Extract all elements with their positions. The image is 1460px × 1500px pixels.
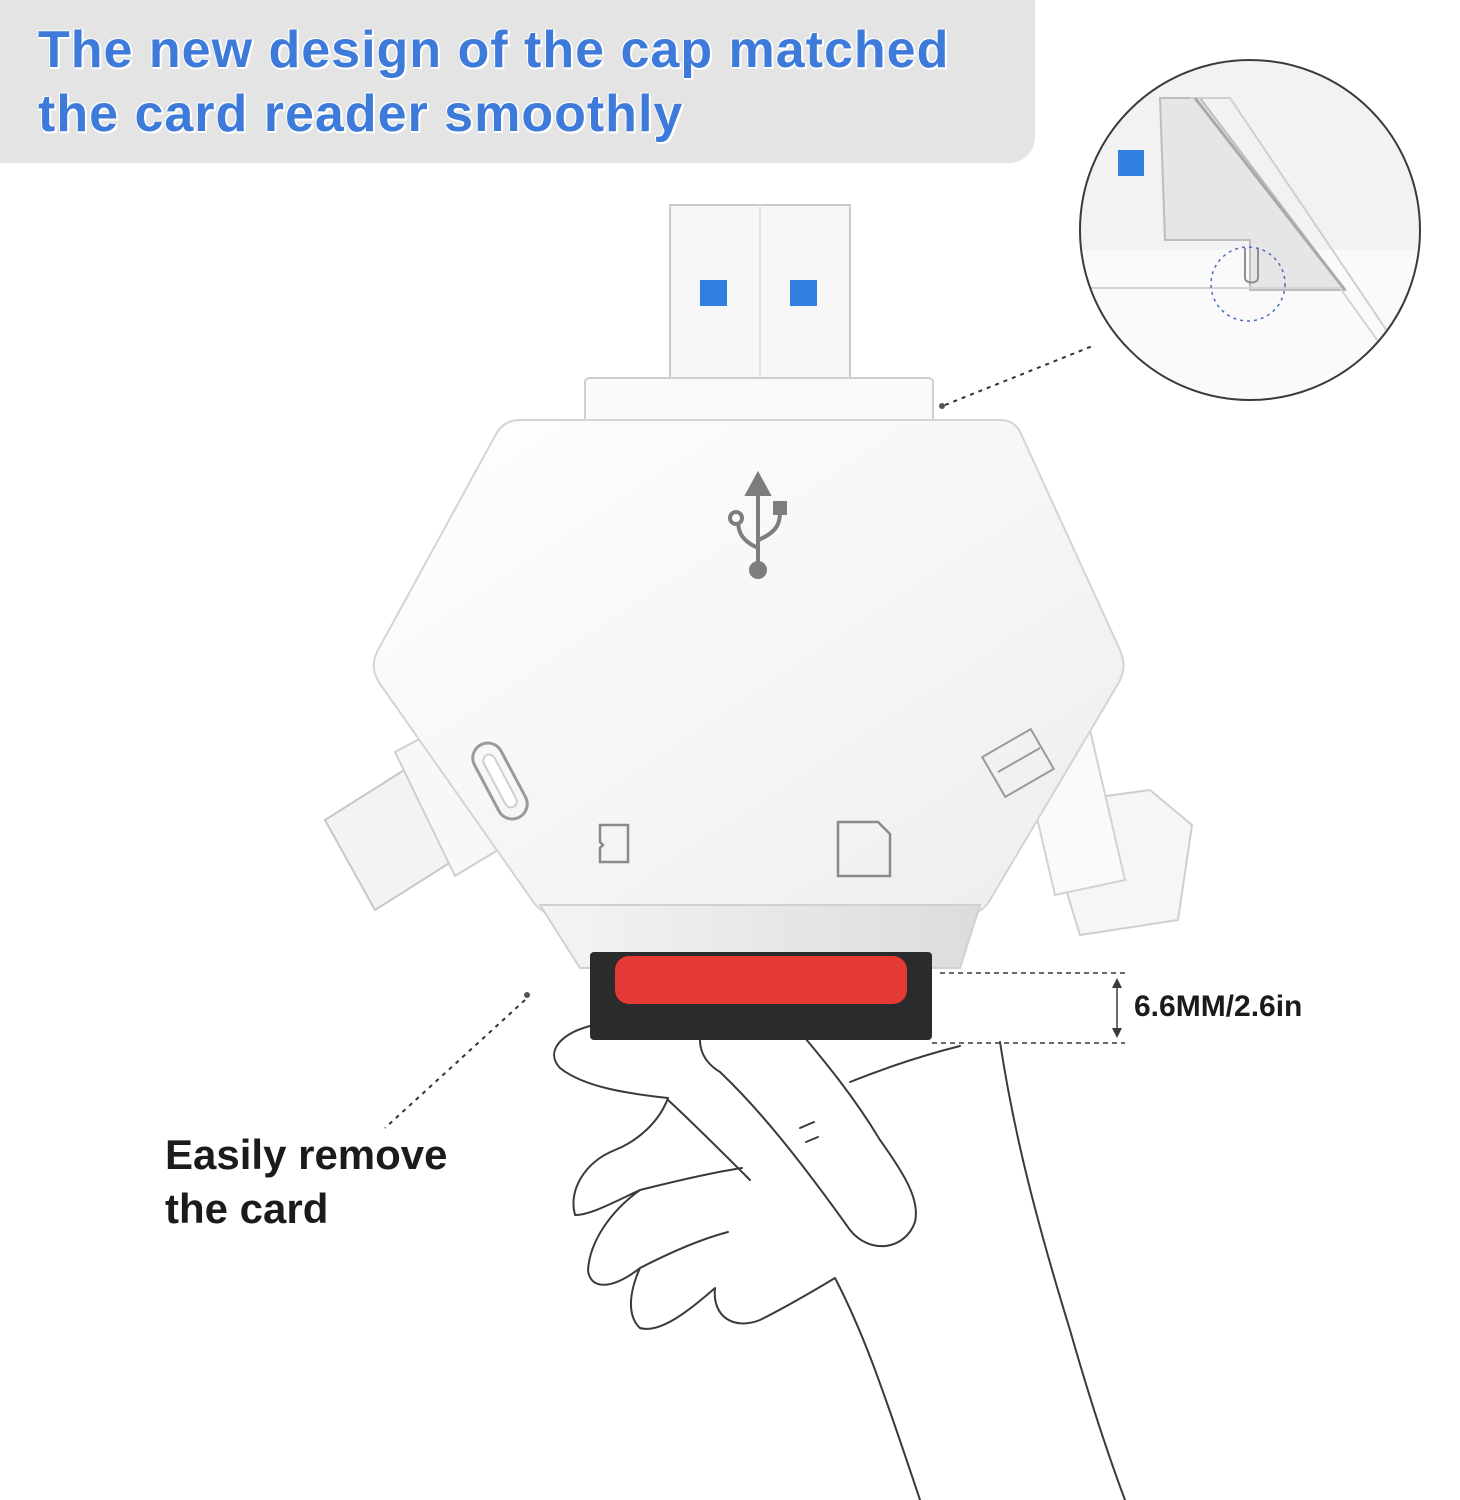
usb-a-plug (669, 204, 851, 391)
leader-line-caption (384, 999, 526, 1129)
remove-card-caption: Easily remove the card (165, 1128, 448, 1236)
usb-contact-right (790, 280, 817, 306)
headline-banner (0, 0, 1035, 163)
dimension-label: 6.6MM/2.6in (1134, 990, 1303, 1023)
zoom-circle-border (1079, 59, 1421, 401)
finger-crease-2 (639, 1231, 729, 1269)
index-finger (699, 1019, 917, 1248)
headline-line-2: the card reader smoothly (38, 85, 684, 143)
hand-outline (553, 1025, 921, 1500)
caption-line-1: Easily remove (165, 1131, 448, 1178)
usb-contact-left (700, 280, 727, 306)
headline: The new design of the cap matched the ca… (38, 18, 949, 146)
usb-trident-icon (728, 470, 787, 579)
finger-crease-1 (639, 1167, 743, 1191)
memory-card (590, 952, 932, 1040)
sd-card-icon (836, 820, 892, 878)
usb-c-icon (471, 741, 529, 821)
microsd-card-icon (598, 823, 630, 864)
lightning-icon (980, 727, 1056, 799)
knuckle-line-2 (667, 1099, 751, 1181)
headline-line-1: The new design of the cap matched (38, 21, 950, 79)
usb-c-plug (323, 726, 500, 912)
palm-line (849, 1045, 961, 1083)
leader-line-zoom (944, 344, 1096, 406)
knuckle-line-1 (799, 1121, 819, 1143)
hand-drawing (553, 1011, 1126, 1500)
caption-line-2: the card (165, 1185, 329, 1232)
dimension-marker (932, 972, 1125, 1044)
forearm-outline (999, 1041, 1126, 1500)
